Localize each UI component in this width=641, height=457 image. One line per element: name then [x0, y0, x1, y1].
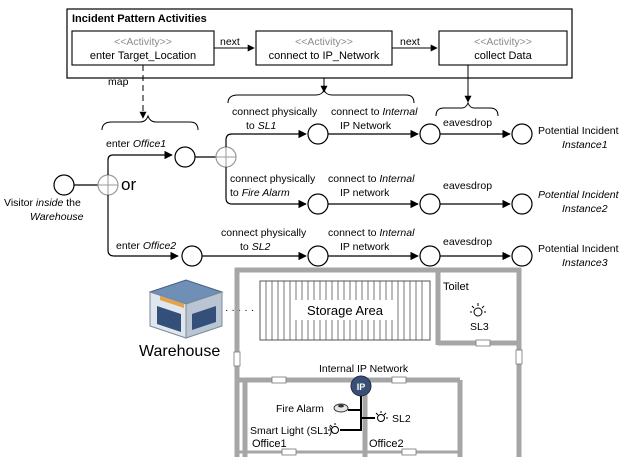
activity-box: <<Activity>> enter Target_Location — [71, 30, 215, 66]
start-node — [53, 174, 75, 196]
brace-office1 — [101, 114, 199, 131]
office2-label: Office2 — [369, 438, 404, 450]
ip-router-icon: IP — [350, 375, 372, 397]
eavesdrop-label: eavesdrop — [443, 180, 492, 192]
brace-connect — [227, 88, 415, 104]
activity-name: connect to IP_Network — [269, 50, 380, 62]
network-label: Internal IP Network — [319, 363, 409, 375]
activity-box: <<Activity>> collect Data — [438, 30, 568, 66]
sl2-label: SL2 — [392, 413, 411, 425]
visitor-label: Visitor inside the Warehouse — [4, 197, 84, 223]
edge-enter-office2 — [107, 195, 179, 261]
eavesdrop-label: eavesdrop — [443, 236, 492, 248]
enter-office2-label: enter Office2 — [116, 240, 176, 252]
link-dots: · · · · · — [225, 304, 254, 316]
fire-alarm-label: Fire Alarm — [276, 403, 324, 415]
state-node — [181, 245, 203, 267]
next-label: next — [400, 36, 420, 48]
storage-label: Storage Area — [307, 303, 384, 318]
end-node — [511, 245, 533, 267]
activity-stereotype: <<Activity>> — [114, 36, 172, 48]
or-label: or — [121, 175, 136, 194]
warehouse-label: Warehouse — [139, 343, 220, 360]
smart-light-icon — [470, 303, 486, 317]
map-label: map — [108, 76, 129, 88]
activity-box: <<Activity>> connect to IP_Network — [255, 30, 393, 66]
smart-light-label: Smart Light (SL1) — [250, 425, 332, 437]
floor-plan: Storage Area Toilet SL3 Internal IP Netw… — [233, 267, 523, 457]
state-node — [307, 193, 329, 215]
activity-name: enter Target_Location — [90, 50, 196, 62]
enter-office1-label: enter Office1 — [106, 138, 166, 150]
end-node — [511, 193, 533, 215]
edge-connect-fire-alarm — [225, 167, 307, 209]
state-node — [419, 123, 441, 145]
activity-name: collect Data — [474, 50, 532, 62]
state-node — [307, 123, 329, 145]
smart-light-icon — [328, 423, 339, 434]
next-label: next — [220, 36, 240, 48]
edge-enter-office1 — [107, 150, 173, 175]
network-cable — [340, 396, 362, 431]
sl3-label: SL3 — [470, 321, 489, 333]
state-node — [419, 193, 441, 215]
office1-label: Office1 — [252, 438, 287, 450]
smart-light-icon — [375, 411, 388, 422]
pattern-title: Incident Pattern Activities — [72, 13, 207, 25]
state-node — [307, 245, 329, 267]
brace-eavesdrop — [435, 101, 499, 117]
warehouse-building-icon — [148, 279, 224, 339]
fire-alarm-icon — [333, 403, 349, 413]
toilet-label: Toilet — [443, 281, 469, 293]
state-node — [419, 245, 441, 267]
activity-stereotype: <<Activity>> — [474, 36, 532, 48]
activity-stereotype: <<Activity>> — [295, 36, 353, 48]
edge-connect-sl1 — [225, 129, 307, 147]
state-node — [174, 146, 196, 168]
svg-text:IP: IP — [357, 382, 366, 392]
end-node — [511, 123, 533, 145]
eavesdrop-label: eavesdrop — [443, 117, 492, 129]
